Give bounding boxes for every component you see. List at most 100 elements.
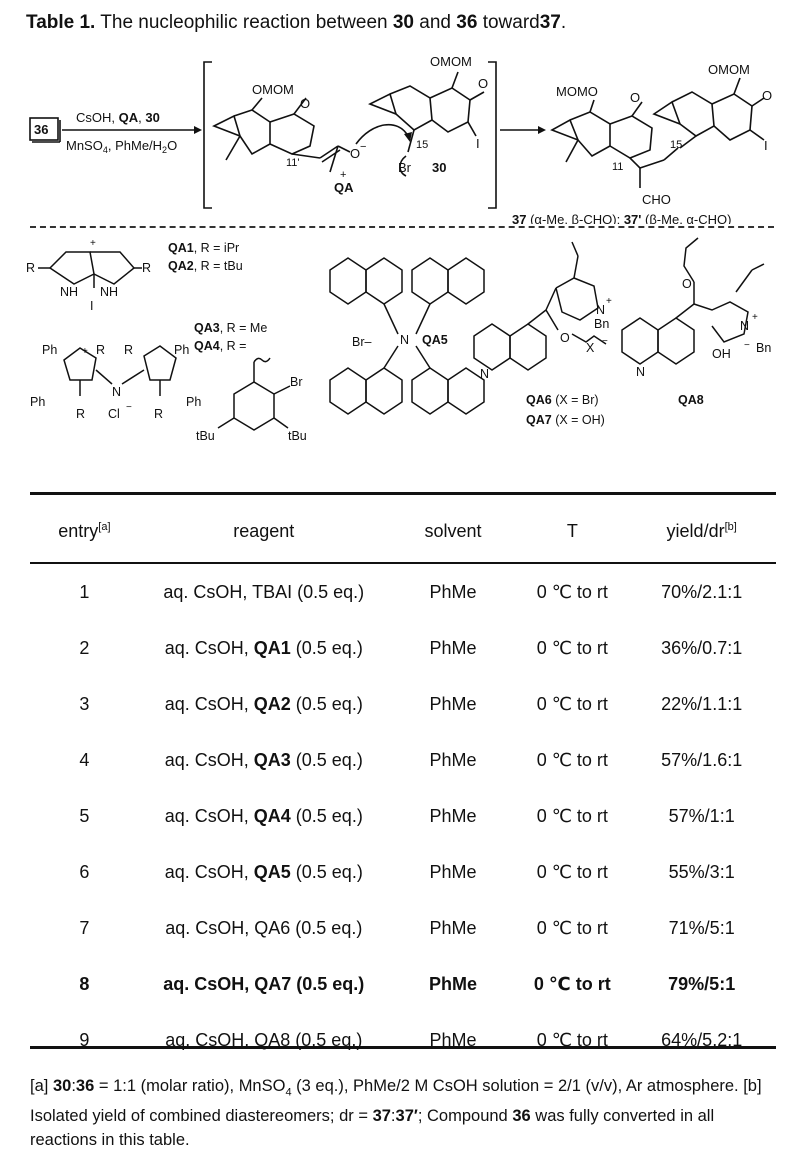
cell-solvent: PhMe: [429, 805, 477, 826]
qa8-label: QA8: [678, 393, 704, 407]
i-label: I: [476, 136, 480, 151]
qa1-r-left: R: [26, 261, 35, 275]
table-header-rule: [30, 562, 776, 564]
bn-label: Bn: [594, 317, 609, 331]
cell-solvent: PhMe: [429, 637, 477, 658]
cell-reagent: aq. CsOH, QA7 (0.5 eq.): [163, 973, 365, 994]
qa6-label: QA6 (X = Br): [526, 393, 599, 407]
br-label: Br: [290, 375, 303, 389]
cho-label: CHO: [642, 192, 671, 207]
compound-36-label: 36: [34, 122, 48, 137]
caption-label: Table 1.: [26, 12, 96, 33]
qa5-label: QA5: [422, 333, 448, 347]
pos-15: 15: [416, 139, 428, 151]
qa8-structure: [621, 237, 765, 365]
qa3-qa4-structure: [63, 345, 177, 396]
ph-label: Ph: [186, 395, 201, 409]
pos-15-37: 15: [670, 139, 682, 151]
header-entry: entry[a]: [58, 520, 111, 541]
catalyst-structures: R R NH NH + I QA1, R = iPr QA2, R = tBu …: [26, 237, 771, 443]
product-37-structure: [550, 77, 765, 188]
cell-yield: 36%/0.7:1: [661, 637, 743, 658]
compound-30-structure: [368, 71, 485, 177]
cell-yield: 55%/3:1: [668, 861, 735, 882]
o-minus-label: O: [350, 146, 360, 161]
table-top-rule: [30, 492, 776, 495]
qa1-qa2-structure: [38, 251, 142, 288]
tbu-right: tBu: [288, 429, 307, 443]
qa5-structure: [329, 257, 485, 415]
minus-sign: −: [360, 141, 366, 153]
header-yield-dr: yield/dr[b]: [666, 520, 737, 541]
cell-temp: 0 ℃ to rt: [536, 861, 608, 882]
i-label-37: I: [764, 138, 768, 153]
cell-reagent: aq. CsOH, QA3 (0.5 eq.): [164, 749, 363, 770]
cell-yield: 79%/5:1: [668, 973, 736, 994]
o-label-30: O: [478, 76, 488, 91]
cell-reagent: aq. CsOH, TBAI (0.5 eq.): [163, 581, 365, 602]
cell-entry: 6: [79, 861, 90, 882]
dashed-divider: [30, 226, 774, 228]
cell-temp: 0 ℃ to rt: [536, 581, 608, 602]
table-bottom-rule: [30, 1046, 776, 1049]
bracket-right: [488, 61, 497, 209]
cell-entry: 7: [79, 917, 90, 938]
n-label: N: [740, 319, 749, 333]
reaction-scheme: 36 CsOH, QA, 30 MnSO4, PhMe/H2O OMOM O 1…: [29, 54, 772, 224]
n-label: N: [400, 333, 409, 347]
tbu-left: tBu: [196, 429, 215, 443]
r-label: R: [76, 407, 85, 421]
r-label: R: [124, 343, 133, 357]
caption-compound-37: 37: [539, 12, 561, 33]
cell-reagent: aq. CsOH, QA4 (0.5 eq.): [164, 805, 363, 826]
cell-temp: 0 ℃ to rt: [536, 637, 608, 658]
cell-reagent: aq. CsOH, QA6 (0.5 eq.): [165, 917, 363, 938]
cell-entry: 1: [79, 581, 90, 602]
bracket-left: [203, 61, 212, 209]
compound-36-box: [29, 117, 59, 141]
cell-temp: 0 ℃ to rt: [536, 749, 608, 770]
cell-yield: 64%/5.2:1: [661, 1029, 743, 1050]
bn-label: Bn: [756, 341, 771, 355]
x-label: X: [586, 341, 595, 355]
ph-label: Ph: [42, 343, 57, 357]
cell-yield: 71%/5:1: [668, 917, 735, 938]
omom-label-30: OMOM: [430, 54, 472, 69]
table-footnote: [a] 30:36 = 1:1 (molar ratio), MnSO4 (3 …: [30, 1077, 762, 1150]
header-temperature: T: [566, 520, 578, 541]
cell-reagent: aq. CsOH, QA8 (0.5 eq.): [165, 1029, 363, 1050]
cell-yield: 57%/1.6:1: [661, 749, 743, 770]
qa6-qa7-structure: [473, 241, 607, 371]
cell-temp: 0 ℃ to rt: [536, 693, 608, 714]
cell-entry: 2: [79, 637, 90, 658]
cell-solvent: PhMe: [429, 581, 477, 602]
plus-sign: +: [340, 169, 346, 181]
caption-compound-36: 36: [456, 12, 478, 33]
pos-11: 11: [612, 161, 623, 173]
caption-text: toward: [482, 12, 540, 33]
br-minus-label: Br–: [352, 335, 372, 349]
caption-text: The nucleophilic reaction between: [100, 12, 388, 33]
results-table: entry[a] reagent solvent T yield/dr[b] 1…: [30, 498, 776, 1068]
product-caption: 37 (α-Me, β-CHO); 37' (β-Me, α-CHO): [512, 212, 731, 224]
cell-temp: 0 ℃ to rt: [536, 805, 608, 826]
cell-entry: 4: [79, 749, 90, 770]
r-label: R: [96, 343, 105, 357]
minus-sign: −: [126, 402, 132, 413]
cell-yield: 70%/2.1:1: [661, 581, 743, 602]
caption-compound-30: 30: [392, 12, 414, 33]
o-label: O: [560, 331, 570, 345]
benzyl-structure: [217, 357, 291, 431]
qa1-r-right: R: [142, 261, 151, 275]
cell-reagent: aq. CsOH, QA5 (0.5 eq.): [164, 861, 363, 882]
caption-end: .: [560, 12, 567, 33]
cell-entry: 5: [79, 805, 90, 826]
cell-temp: 0 ℃ to rt: [536, 1029, 608, 1050]
minus-sign: −: [602, 336, 608, 347]
cell-solvent: PhMe: [429, 1029, 477, 1050]
